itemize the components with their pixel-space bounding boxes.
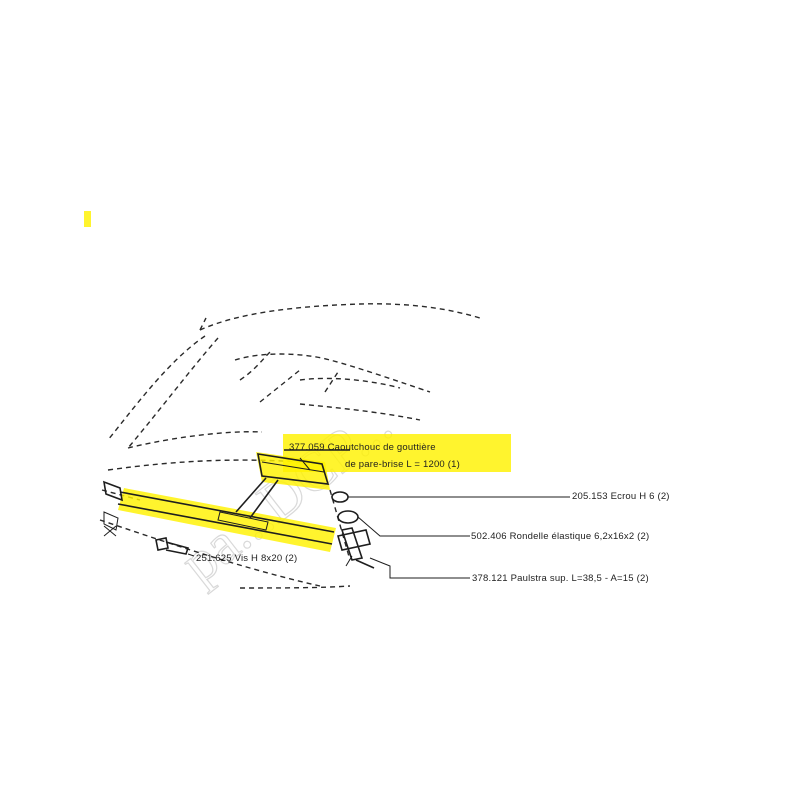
label-washer: 502.406 Rondelle élastique 6,2x16x2 (2) [471, 531, 649, 542]
label-rubber-line2: de pare-brise L = 1200 (1) [345, 459, 460, 470]
nut-part [331, 491, 349, 503]
label-nut: 205.153 Ecrou H 6 (2) [572, 491, 670, 502]
label-rubber-line1: 377.059 Caoutchouc de gouttière [289, 442, 436, 453]
mount-part [340, 527, 364, 561]
body-outline [99, 303, 481, 589]
left-bracket [102, 480, 124, 537]
label-mount: 378.121 Paulstra sup. L=38,5 - A=15 (2) [472, 573, 649, 584]
label-screw: 251.625 Vis H 8x20 (2) [196, 553, 297, 564]
rubber-profile-piece [257, 453, 330, 485]
rubber-leader-lines [235, 449, 350, 519]
fastener-stack [331, 491, 375, 569]
highlight-rubber-piece [256, 452, 330, 490]
highlight-marker [84, 211, 91, 227]
screw-part [155, 537, 190, 555]
highlight-gutter [118, 488, 336, 552]
windshield-gutter [117, 491, 335, 545]
washer-part [337, 510, 359, 524]
leader-lines [187, 496, 570, 579]
